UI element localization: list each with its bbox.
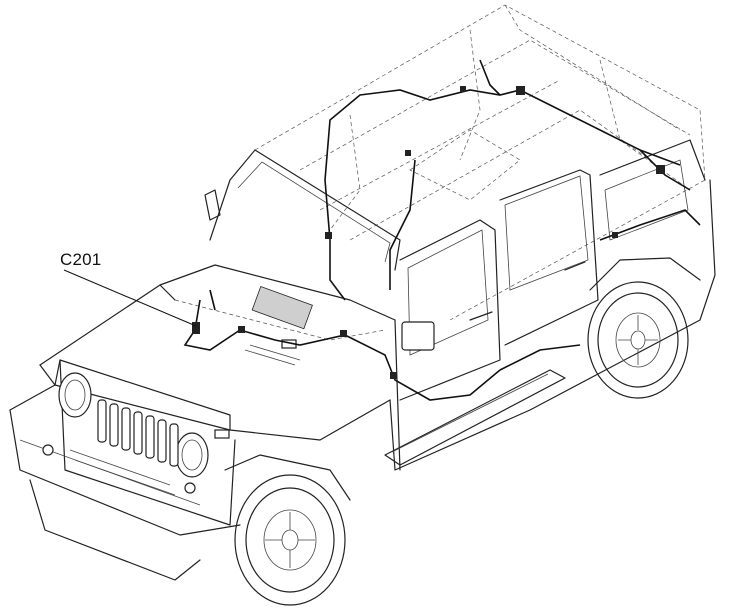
rear-wheel bbox=[587, 257, 701, 399]
hood-details bbox=[214, 285, 313, 439]
cowl-vent bbox=[251, 285, 313, 330]
side-mirror bbox=[401, 321, 435, 351]
callout-leader-line bbox=[63, 269, 197, 327]
windshield-frame bbox=[204, 149, 401, 271]
vehicle-body bbox=[39, 139, 716, 471]
wiring-harness bbox=[183, 59, 701, 401]
front-fascia bbox=[9, 359, 241, 581]
roof-outline bbox=[254, 4, 706, 321]
front-wheel bbox=[224, 454, 351, 606]
connector-callout-label: C201 bbox=[60, 250, 102, 269]
